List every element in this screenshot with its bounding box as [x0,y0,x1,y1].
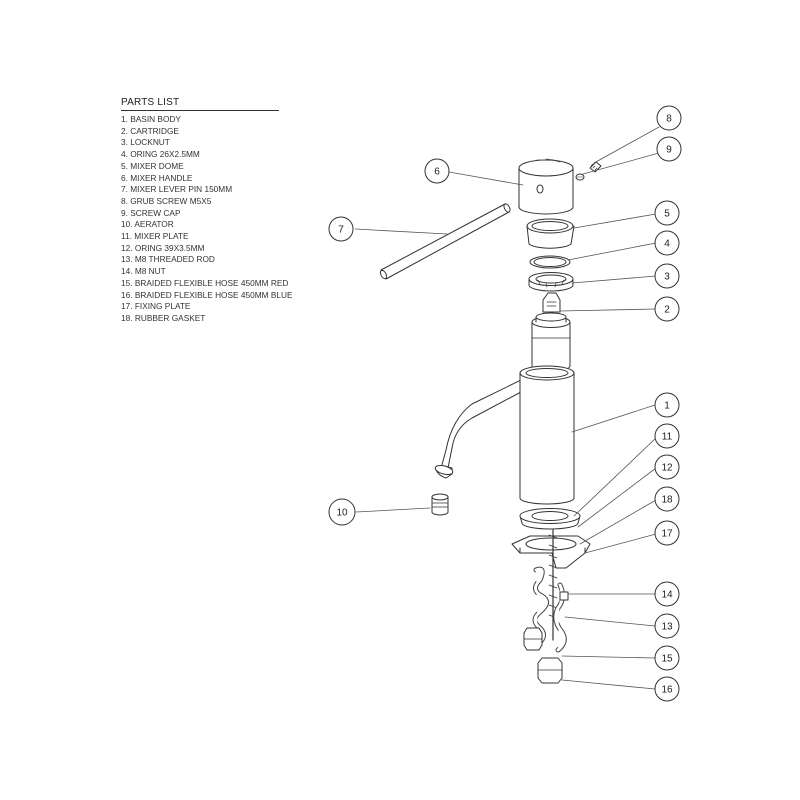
parts-list-title: PARTS LIST [121,97,279,111]
callout-8: 8 [656,105,682,131]
callout-4: 4 [654,230,680,256]
parts-list-item: 3. LOCKNUT [121,137,170,148]
callout-10: 10 [328,498,356,526]
parts-list-item: 2. CARTRIDGE [121,125,179,136]
threaded-rod-part [548,529,558,641]
callout-6: 6 [424,158,450,184]
callout-4-label: 4 [664,239,670,250]
fixing-plate-part [511,535,591,569]
parts-list-item: 16. BRAIDED FLEXIBLE HOSE 450MM BLUE [121,289,293,300]
mixer-handle-part [518,158,574,215]
callout-3-label: 3 [664,272,670,283]
callout-3: 3 [654,263,680,289]
callout-1-label: 1 [664,401,670,412]
parts-list-item: 18. RUBBER GASKET [121,312,206,323]
parts-list-item: 17. FIXING PLATE [121,301,191,312]
lever-pin-part [379,203,511,280]
callout-7: 7 [328,216,354,242]
callout-12-label: 12 [661,463,673,474]
mixer-plate-part [519,508,581,530]
callout-1: 1 [654,392,680,418]
screw-cap-part [575,173,585,181]
callout-10-label: 10 [336,508,348,519]
parts-list-item: 15. BRAIDED FLEXIBLE HOSE 450MM RED [121,277,289,288]
callout-9-label: 9 [666,145,672,156]
callout-2-label: 2 [664,305,670,316]
parts-list-item: 12. ORING 39X3.5MM [121,242,205,253]
parts-list-item: 10. AERATOR [121,219,174,230]
parts-list-item: 8. GRUB SCREW M5X5 [121,195,212,206]
parts-list-item: 6. MIXER HANDLE [121,172,193,183]
oring-part [529,255,571,269]
callout-8-label: 8 [666,114,672,125]
parts-list-item: 11. MIXER PLATE [121,231,189,242]
callout-14-label: 14 [661,590,673,601]
callout-2: 2 [654,296,680,322]
parts-list-item: 13. M8 THREADED ROD [121,254,215,265]
callout-7-label: 7 [338,225,344,236]
parts-list-item: 4. ORING 26X2.5MM [121,149,200,160]
callout-17: 17 [654,520,680,546]
parts-list-item: 14. M8 NUT [121,266,166,277]
callout-16-label: 16 [661,685,673,696]
callout-18: 18 [654,486,680,512]
callout-14: 14 [654,581,680,607]
callout-11: 11 [654,423,680,449]
mixer-dome-part [526,218,575,249]
callout-13: 13 [654,613,680,639]
callout-16: 16 [654,676,680,702]
leader-lines [354,126,660,690]
parts-list-items: 1. BASIN BODY 2. CARTRIDGE 3. LOCKNUT 4.… [121,114,293,325]
callout-12: 12 [654,454,680,480]
grub-screw-part [589,161,602,173]
callout-15: 15 [654,645,680,671]
callout-6-label: 6 [434,167,440,178]
callout-13-label: 13 [661,622,673,633]
basin-body-part [434,365,575,505]
parts-list-item: 1. BASIN BODY [121,114,181,124]
parts-list-item: 7. MIXER LEVER PIN 150MM [121,184,233,195]
callout-17-label: 17 [661,529,673,540]
callout-11-label: 11 [662,432,673,443]
parts-list: PARTS LIST 1. BASIN BODY 2. CARTRIDGE 3.… [121,97,293,325]
parts-list-item: 5. MIXER DOME [121,160,184,171]
locknut-part [528,272,574,292]
braided-hose-part [523,566,569,684]
callout-18-label: 18 [661,495,673,506]
callout-5: 5 [654,200,680,226]
aerator-part [431,493,449,516]
callout-5-label: 5 [664,209,670,220]
cartridge-part [531,292,571,372]
callout-15-label: 15 [661,654,673,665]
parts-list-item: 9. SCREW CAP [121,207,181,218]
callout-9: 9 [656,136,682,162]
